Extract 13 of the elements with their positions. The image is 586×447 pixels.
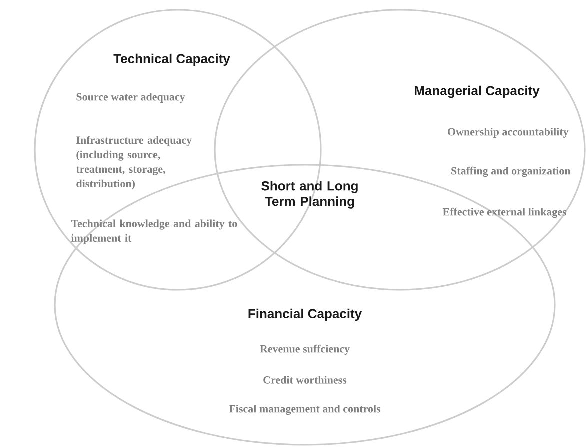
item-text: Source water adequacy [76,93,186,103]
item-text: Fiscal management and controls [229,404,381,416]
item-text: Staffing and organization [452,166,571,178]
item-text: Infrastructure adequacy (including source, treatment, storage, distribution) [76,136,192,190]
item-text: Ownership accountability [448,128,569,138]
item-text: Revenue suffciency [260,344,350,356]
overlap-label: Short and Long Term Planning [262,181,358,209]
heading: Technical Capacity [114,54,230,66]
heading: Managerial Capacity [415,86,540,98]
item-text: Credit worthiness [264,376,347,384]
item-text: Effective external linkages [442,208,567,218]
heading: Financial Capacity [248,308,362,322]
item-text: Technical knowledge and ability to implement it [71,220,238,244]
